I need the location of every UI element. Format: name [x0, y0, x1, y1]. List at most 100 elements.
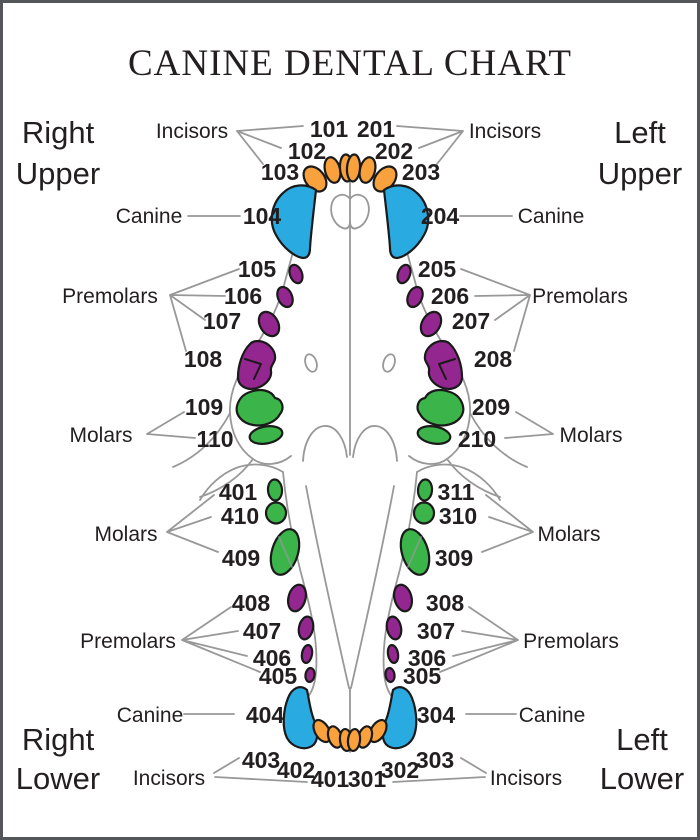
tooth-number-104: 104	[243, 203, 282, 229]
tooth-number-301: 301	[348, 766, 387, 792]
tooth-number-408: 408	[232, 590, 271, 616]
tooth-number-203: 203	[402, 159, 440, 185]
tooth-number-lower-right-molar3: 401	[219, 479, 258, 505]
label-molars-upper-left: Molars	[559, 424, 622, 447]
corner-left-upper-line2: Upper	[598, 156, 682, 191]
label-molars-lower-right: Molars	[94, 523, 157, 546]
tooth-number-106: 106	[224, 283, 262, 309]
tooth-number-202: 202	[375, 138, 413, 164]
tooth-109-shape	[235, 388, 284, 427]
tooth-number-204: 204	[421, 203, 460, 229]
incisive-papilla-outline	[330, 193, 351, 230]
leader-premolars-lower-left	[439, 606, 519, 673]
tooth-403-shape	[312, 718, 332, 744]
leader-molars-lower-right	[166, 494, 219, 553]
tooth-number-304: 304	[417, 702, 456, 728]
leader-premolars-upper-right	[169, 268, 240, 352]
tooth-404-shape	[282, 686, 319, 750]
leader-incisors-upper-right	[236, 125, 304, 165]
tooth-number-309: 309	[435, 545, 473, 571]
corner-right-lower-line2: Lower	[16, 761, 100, 796]
tooth-106-shape	[276, 285, 294, 309]
label-premolars-upper-right: Premolars	[62, 285, 158, 308]
tooth-number-209: 209	[472, 394, 510, 420]
tooth-104-shape	[270, 184, 318, 260]
tooth-number-409: 409	[222, 545, 260, 571]
label-canine-upper-right: Canine	[116, 205, 183, 228]
palatine-foramen-outline	[304, 353, 318, 373]
label-canine-upper-left: Canine	[518, 205, 585, 228]
upper-cheek-outline-2	[199, 458, 254, 498]
label-incisors-lower-left: Incisors	[490, 767, 562, 790]
label-incisors-upper-left: Incisors	[469, 120, 541, 143]
tooth-number-308: 308	[426, 590, 465, 616]
tooth-number-103: 103	[261, 159, 299, 185]
tooth-number-401: 401	[311, 766, 350, 792]
tooth-number-101: 101	[310, 116, 349, 142]
tooth-number-305: 305	[403, 663, 442, 689]
tooth-number-311: 311	[437, 479, 474, 505]
tooth-number-302: 302	[381, 757, 419, 783]
tooth-number-403: 403	[242, 747, 280, 773]
corner-label-left-upper: Left Upper	[598, 115, 682, 191]
tooth-number-205: 205	[418, 256, 457, 282]
right-lower-quadrant-art	[199, 463, 354, 753]
tooth-number-210: 210	[458, 426, 496, 452]
leader-molars-upper-right	[146, 411, 196, 439]
leader-incisors-upper-left	[396, 125, 464, 165]
mandible-outer-outline	[282, 471, 318, 700]
tooth-number-109: 109	[185, 394, 223, 420]
tooth-410-shape	[264, 501, 288, 525]
tooth-number-306: 306	[408, 645, 446, 671]
label-premolars-lower-right: Premolars	[80, 630, 176, 653]
corner-right-lower-line1: Right	[22, 722, 95, 757]
tooth-110-shape	[248, 425, 284, 445]
tooth-number-410: 410	[221, 503, 259, 529]
tooth-number-303: 303	[416, 747, 454, 773]
corner-left-upper-line1: Left	[614, 115, 666, 150]
corner-label-left-lower: Left Lower	[600, 722, 684, 796]
right-upper-quadrant-art	[172, 153, 355, 498]
tooth-105-shape	[288, 263, 304, 285]
tooth-103-shape	[302, 165, 328, 193]
tooth-408-shape	[286, 583, 308, 613]
tooth-number-207: 207	[452, 308, 490, 334]
corner-left-lower-line2: Lower	[600, 761, 684, 796]
upper-cheek-outline	[172, 412, 231, 468]
leader-molars-upper-left	[504, 411, 554, 439]
leader-premolars-upper-left	[460, 268, 531, 352]
tooth-number-404: 404	[246, 702, 285, 728]
tooth-107-shape	[257, 310, 281, 338]
tooth-number-108: 108	[184, 346, 223, 372]
corner-label-right-upper: Right Upper	[16, 115, 100, 191]
page-title: CANINE DENTAL CHART	[128, 43, 572, 84]
leader-incisors-lower-left	[392, 757, 487, 783]
leader-incisors-lower-right	[213, 757, 308, 783]
tooth-number-201: 201	[357, 116, 396, 142]
label-incisors-upper-right: Incisors	[156, 120, 228, 143]
tooth-108-cusp-mark	[244, 358, 262, 380]
corner-right-upper-line1: Right	[22, 115, 95, 150]
label-canine-lower-right: Canine	[117, 704, 184, 727]
label-premolars-lower-left: Premolars	[523, 630, 619, 653]
mandible-ramus-outline	[199, 463, 284, 501]
leader-molars-lower-left	[481, 494, 534, 553]
tooth-lower-molar3-shape	[266, 478, 284, 502]
tooth-number-406: 406	[253, 645, 291, 671]
leader-premolars-lower-right	[181, 606, 261, 673]
tooth-number-208: 208	[474, 346, 513, 372]
tooth-406-shape	[300, 643, 314, 665]
corner-right-upper-line2: Upper	[16, 156, 100, 191]
corner-left-lower-line1: Left	[616, 722, 668, 757]
palate-arch-outline	[302, 425, 348, 462]
tooth-number-110: 110	[196, 426, 233, 452]
tooth-405-shape	[304, 666, 316, 684]
tooth-number-307: 307	[417, 618, 455, 644]
tooth-108-shape	[236, 339, 277, 390]
label-molars-upper-right: Molars	[69, 424, 132, 447]
label-premolars-upper-left: Premolars	[532, 285, 628, 308]
label-incisors-lower-right: Incisors	[133, 767, 205, 790]
